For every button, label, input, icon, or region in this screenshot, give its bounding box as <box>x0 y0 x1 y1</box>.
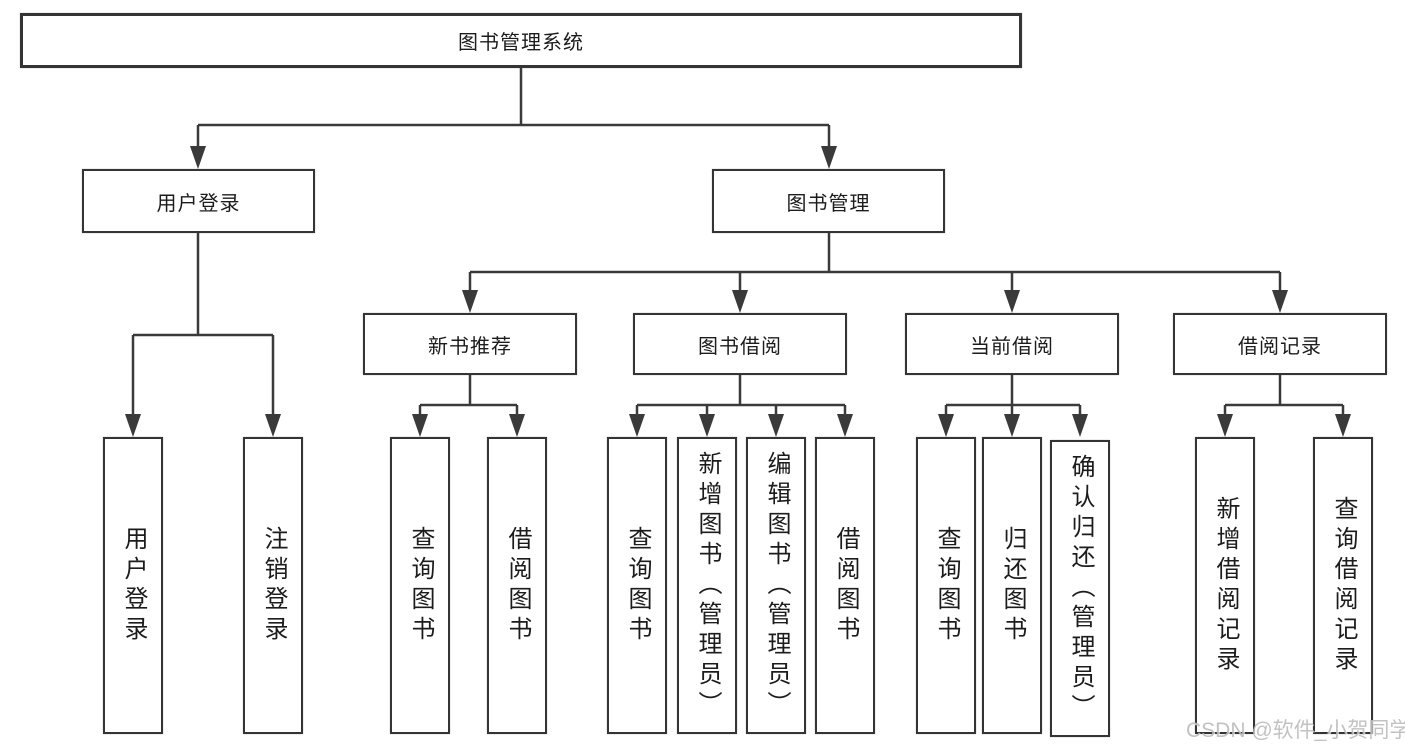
arrow-down-icon <box>732 290 748 313</box>
leaf-label: 归还图书 <box>999 525 1026 646</box>
node-book-borrow: 图书借阅 <box>633 313 847 375</box>
arrow-down-icon <box>837 414 853 437</box>
node-library-management-system: 图书管理系统 <box>20 13 1022 68</box>
node-label: 借阅记录 <box>1238 335 1322 358</box>
node-new-book-recommend: 新书推荐 <box>363 313 577 375</box>
node-label: 图书管理 <box>786 192 871 215</box>
leaf-label: 查询图书 <box>624 525 651 646</box>
leaf-label: 用户登录 <box>120 525 147 646</box>
leaf-add-book-admin: 新增图书（管理员） <box>677 437 737 734</box>
leaf-borrow-books-1: 借阅图书 <box>487 437 547 734</box>
leaf-label: 注销登录 <box>260 525 287 646</box>
leaf-logout: 注销登录 <box>243 437 303 734</box>
node-user-login: 用户登录 <box>82 169 315 233</box>
arrow-down-icon <box>629 414 645 437</box>
leaf-label: 查询借阅记录 <box>1330 495 1357 676</box>
arrow-down-icon <box>1335 414 1351 437</box>
leaf-label: 借阅图书 <box>832 525 859 646</box>
arrow-down-icon <box>768 414 784 437</box>
leaf-borrow-books-2: 借阅图书 <box>815 437 875 734</box>
leaf-query-borrow-record: 查询借阅记录 <box>1313 437 1373 734</box>
arrow-down-icon <box>1004 414 1020 437</box>
node-label: 当前借阅 <box>970 335 1054 358</box>
leaf-edit-book-admin: 编辑图书（管理员） <box>746 437 806 734</box>
leaf-label: 新增借阅记录 <box>1212 495 1239 676</box>
arrow-down-icon <box>509 414 525 437</box>
leaf-query-books-2: 查询图书 <box>607 437 667 734</box>
arrow-down-icon <box>462 290 478 313</box>
connector-paths <box>131 68 1345 420</box>
arrow-down-icon <box>265 414 281 437</box>
leaf-label: 查询图书 <box>933 525 960 646</box>
watermark: CSDN @软件_小贺同学 <box>1186 719 1405 742</box>
arrow-down-icon <box>1004 290 1020 313</box>
node-label: 图书借阅 <box>698 335 782 358</box>
leaf-label: 确认归还（管理员） <box>1067 453 1094 724</box>
leaf-label: 新增图书（管理员） <box>694 450 721 721</box>
arrow-down-icon <box>125 414 141 437</box>
node-label: 图书管理系统 <box>458 32 584 54</box>
leaf-user-login: 用户登录 <box>103 437 163 734</box>
leaf-label: 编辑图书（管理员） <box>763 450 790 721</box>
leaf-label: 查询图书 <box>407 525 434 646</box>
node-current-borrow: 当前借阅 <box>905 313 1119 375</box>
node-label: 用户登录 <box>156 192 241 215</box>
arrow-down-icon <box>412 414 428 437</box>
leaf-add-borrow-record: 新增借阅记录 <box>1195 437 1255 734</box>
leaf-label: 借阅图书 <box>504 525 531 646</box>
leaf-query-books-3: 查询图书 <box>916 437 976 734</box>
arrow-down-icon <box>190 146 206 169</box>
arrow-down-icon <box>1072 414 1088 437</box>
arrow-down-icon <box>938 414 954 437</box>
leaf-return-books: 归还图书 <box>982 437 1042 734</box>
node-label: 新书推荐 <box>428 335 512 358</box>
arrow-down-icon <box>1272 290 1288 313</box>
arrow-down-icon <box>699 414 715 437</box>
arrow-down-icon <box>1217 414 1233 437</box>
leaf-confirm-return-admin: 确认归还（管理员） <box>1050 440 1110 737</box>
arrow-down-icon <box>821 146 837 169</box>
arrowheads <box>125 146 1351 437</box>
leaf-query-books-1: 查询图书 <box>390 437 450 734</box>
node-book-management: 图书管理 <box>712 169 945 233</box>
node-borrow-records: 借阅记录 <box>1173 313 1387 375</box>
